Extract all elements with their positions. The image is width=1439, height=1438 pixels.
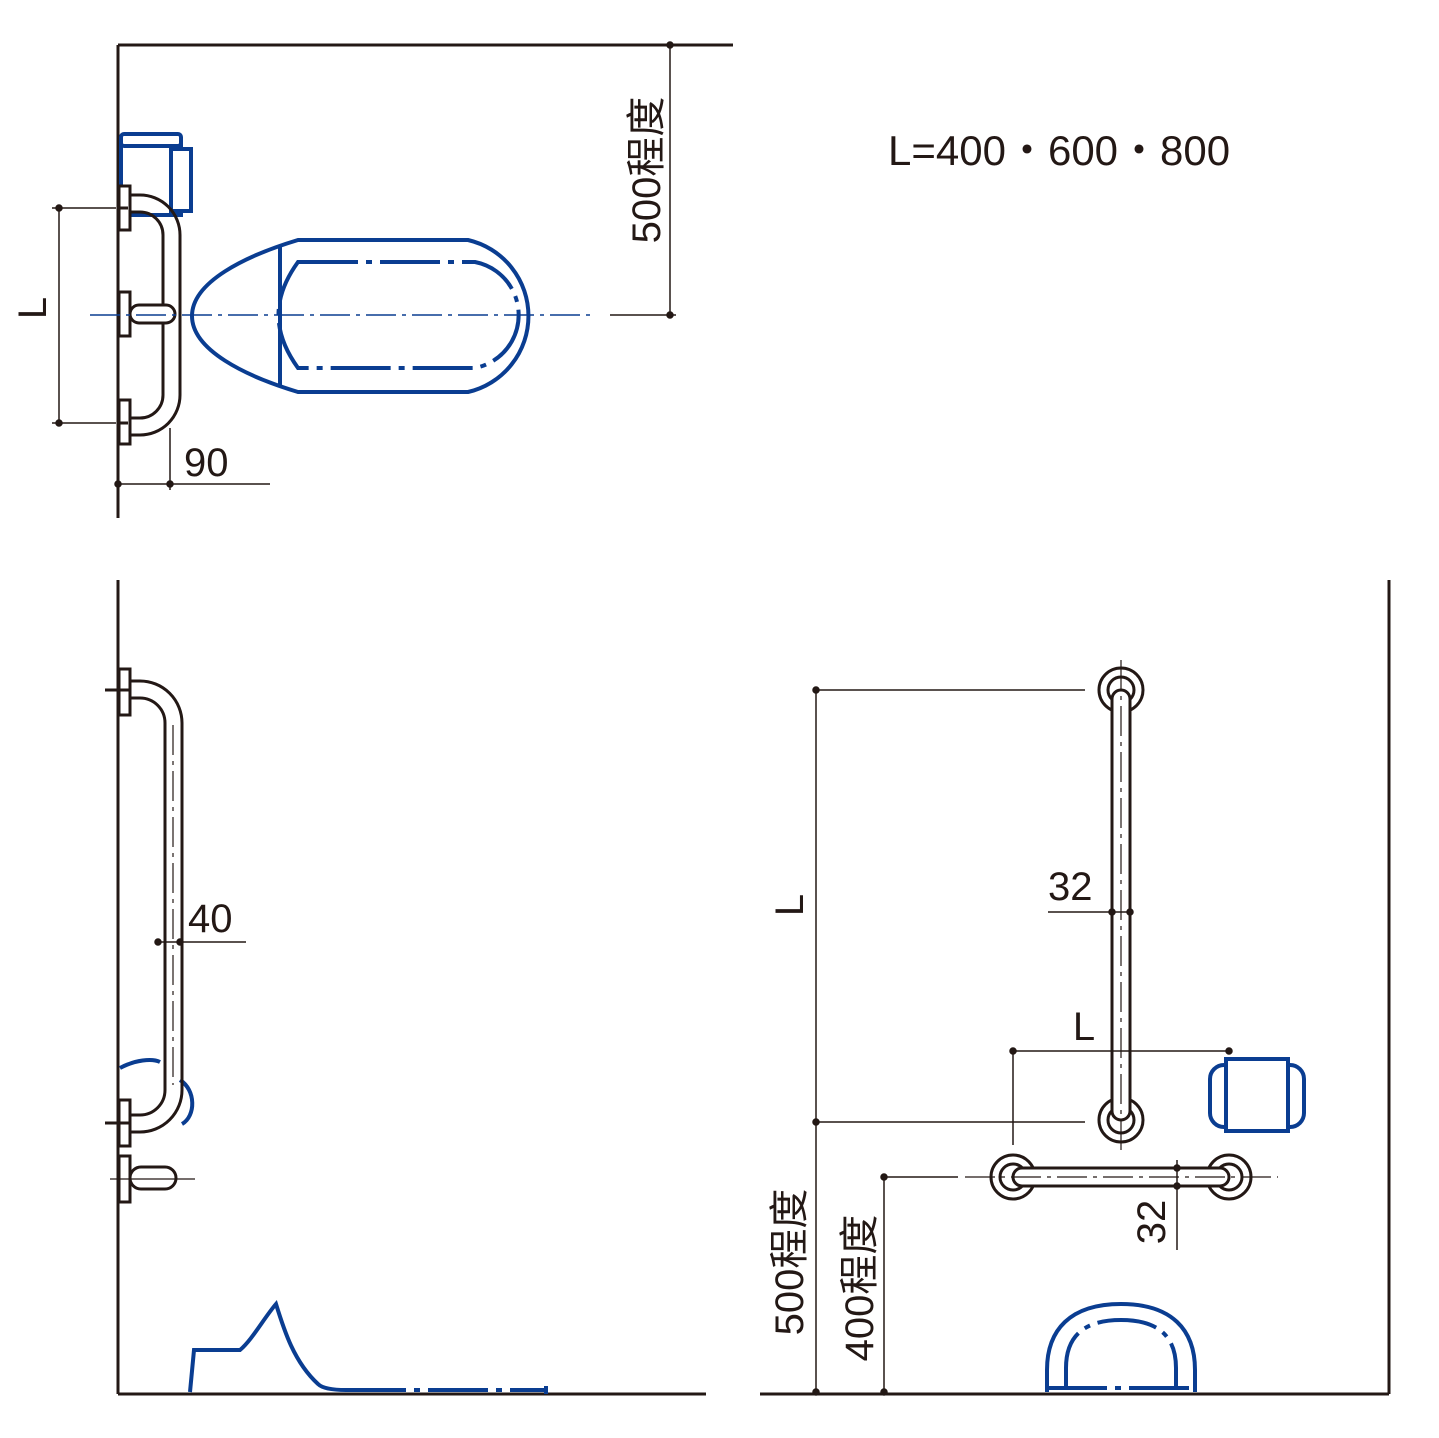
plan-dim-length-label: L [11, 297, 55, 319]
side-view: 40 [105, 580, 706, 1396]
front-dim-horizontal-length [1009, 1047, 1233, 1145]
flush-valve-front [1208, 1057, 1306, 1133]
plan-view: L 90 500程度 [11, 41, 733, 518]
front-dim-height-horizontal-label: 400程度 [838, 1215, 882, 1362]
front-dim-vertical-diameter-label: 32 [1048, 865, 1093, 909]
front-dim-vertical-length [812, 686, 1085, 1396]
size-spec: L=400・600・800 [888, 127, 1230, 174]
front-dim-vertical-diameter [1048, 908, 1134, 916]
front-wall-floor [760, 580, 1391, 1396]
side-wall-floor [116, 580, 706, 1396]
grab-bar-vertical-front [1097, 660, 1145, 1150]
front-dim-horizontal-diameter-label: 32 [1130, 1200, 1174, 1245]
front-dim-vertical-length-label: L [768, 894, 812, 916]
plan-dim-projection-label: 90 [184, 441, 229, 485]
side-dim-bar-offset-label: 40 [188, 897, 233, 941]
grab-bar-side [105, 667, 195, 1204]
urinal-side-floor [188, 1299, 548, 1394]
front-dim-height-vertical-label: 500程度 [768, 1189, 812, 1336]
grab-bar-horizontal-front [965, 1153, 1278, 1201]
front-dim-horizontal-diameter [1173, 1160, 1181, 1250]
urinal-side-top [119, 1058, 195, 1126]
plan-dim-from-corner [610, 41, 676, 319]
front-view: L 32 L 32 500程度 40 [760, 580, 1391, 1396]
plan-dim-projection [114, 428, 270, 490]
front-dim-heights [880, 1173, 958, 1396]
front-dim-horizontal-length-label: L [1073, 1005, 1095, 1049]
urinal-plan [189, 238, 531, 394]
flush-valve [119, 132, 193, 217]
urinal-front [1045, 1301, 1197, 1392]
side-dim-bar-offset [154, 938, 246, 946]
plan-dim-from-corner-label: 500程度 [625, 97, 669, 244]
plan-dim-length [52, 204, 116, 427]
